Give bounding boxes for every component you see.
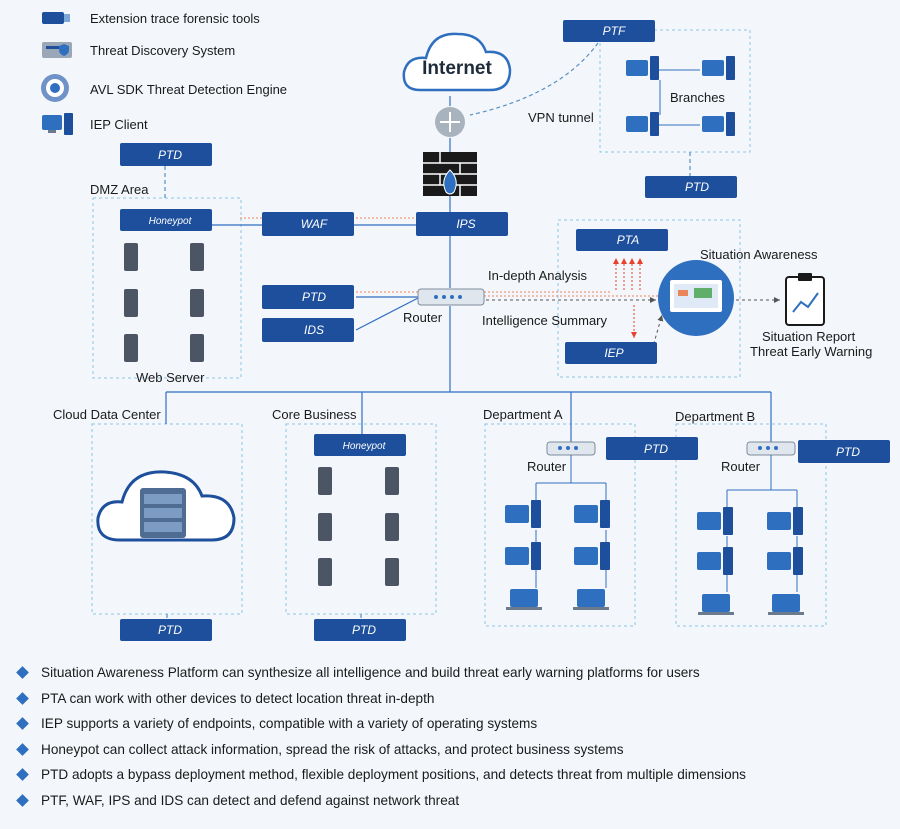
svg-text:PTD: PTD [836, 445, 860, 459]
diamond-bullet-icon [16, 666, 29, 680]
legend-label: AVL SDK Threat Detection Engine [90, 82, 287, 97]
core-label: Core Business [272, 407, 357, 422]
diamond-bullet-icon [16, 768, 29, 782]
web-server-label: Web Server [136, 370, 205, 385]
threat-discovery-icon [42, 42, 72, 58]
pta-device: PTA [576, 229, 668, 251]
list-item: PTA can work with other devices to detec… [16, 686, 888, 712]
dmz-label: DMZ Area [90, 182, 149, 197]
svg-text:IPS: IPS [456, 217, 475, 231]
ptd-device-router: PTD [262, 285, 354, 309]
situation-zone [557, 219, 741, 378]
main-router-icon [417, 288, 485, 306]
ptf-device: PTF [563, 20, 655, 42]
dmz-zone [92, 197, 242, 379]
dept-a-zone [484, 423, 636, 627]
list-item: Honeypot can collect attack information,… [16, 737, 888, 763]
svg-text:WAF: WAF [301, 217, 328, 231]
web-server-icons [124, 243, 204, 362]
list-item: PTD adopts a bypass deployment method, f… [16, 762, 888, 788]
iep-device: IEP [565, 342, 657, 364]
svg-text:PTD: PTD [644, 442, 668, 456]
svg-text:PTA: PTA [617, 233, 639, 247]
report-clipboard-icon [785, 273, 825, 326]
legend-label: IEP Client [90, 117, 148, 132]
avl-engine-icon [41, 74, 69, 102]
diamond-bullet-icon [16, 717, 29, 731]
warning-label: Threat Early Warning [750, 344, 872, 359]
svg-text:PTF: PTF [603, 24, 626, 38]
ptd-device-dept-b: PTD [798, 440, 890, 463]
svg-text:PTD: PTD [158, 623, 182, 637]
cloud-dc-label: Cloud Data Center [53, 407, 161, 422]
situation-awareness-label: Situation Awareness [700, 247, 818, 262]
router-b-label: Router [721, 459, 761, 474]
internet-label: Internet [422, 58, 492, 79]
ptd-device-core: PTD [314, 619, 406, 641]
router-a-label: Router [527, 459, 567, 474]
usb-forensic-icon [42, 12, 70, 24]
ptd-device-branches: PTD [645, 176, 737, 198]
legend: Extension trace forensic tools Threat Di… [41, 11, 287, 135]
legend-label: Extension trace forensic tools [90, 11, 260, 26]
honeypot-device-core: Honeypot [314, 434, 406, 456]
svg-text:PTD: PTD [685, 180, 709, 194]
honeypot-device-dmz: Honeypot [120, 209, 212, 231]
router-a-icon [546, 441, 596, 456]
alert-arrows [613, 258, 643, 338]
diamond-bullet-icon [16, 742, 29, 756]
dept-b-label: Department B [675, 409, 755, 424]
report-label: Situation Report [762, 329, 856, 344]
svg-text:Honeypot: Honeypot [343, 441, 387, 452]
dept-a-pc-icons [505, 455, 610, 610]
branches-zone [599, 29, 751, 153]
ips-device: IPS [416, 212, 508, 236]
svg-text:PTD: PTD [302, 290, 326, 304]
list-item: Situation Awareness Platform can synthes… [16, 660, 888, 686]
ptd-device-dept-a: PTD [606, 437, 698, 460]
cloud-datacenter-icon [96, 470, 236, 542]
diamond-bullet-icon [16, 691, 29, 705]
situation-awareness-icon [658, 260, 734, 336]
ptd-device-dmz: PTD [120, 143, 212, 166]
vpn-label: VPN tunnel [528, 110, 594, 125]
list-item: PTF, WAF, IPS and IDS can detect and def… [16, 788, 888, 814]
core-router-icon [435, 107, 465, 137]
svg-text:PTD: PTD [352, 623, 376, 637]
svg-text:Honeypot: Honeypot [149, 216, 193, 227]
ids-device: IDS [262, 318, 354, 342]
dept-b-pc-icons [697, 455, 804, 615]
router-b-icon [746, 441, 796, 456]
list-item: IEP supports a variety of endpoints, com… [16, 711, 888, 737]
core-server-icons [318, 467, 399, 586]
internet-cloud-icon [402, 32, 512, 92]
ptd-device-cloud: PTD [120, 619, 212, 641]
svg-text:IDS: IDS [304, 323, 324, 337]
dept-b-zone [675, 423, 827, 627]
firewall-icon [423, 152, 477, 196]
iep-client-icon [42, 113, 73, 135]
bypass-links [164, 42, 691, 622]
diamond-bullet-icon [16, 793, 29, 807]
svg-text:IEP: IEP [604, 346, 623, 360]
dept-a-label: Department A [483, 407, 563, 422]
in-depth-label: In-depth Analysis [488, 268, 588, 283]
feature-list: Situation Awareness Platform can synthes… [16, 660, 888, 814]
legend-label: Threat Discovery System [90, 43, 235, 58]
svg-text:PTD: PTD [158, 148, 182, 162]
branches-label: Branches [670, 90, 725, 105]
waf-device: WAF [262, 212, 354, 236]
branch-pc-icons [626, 56, 735, 136]
intel-summary-label: Intelligence Summary [482, 313, 607, 328]
router-label: Router [403, 310, 443, 325]
